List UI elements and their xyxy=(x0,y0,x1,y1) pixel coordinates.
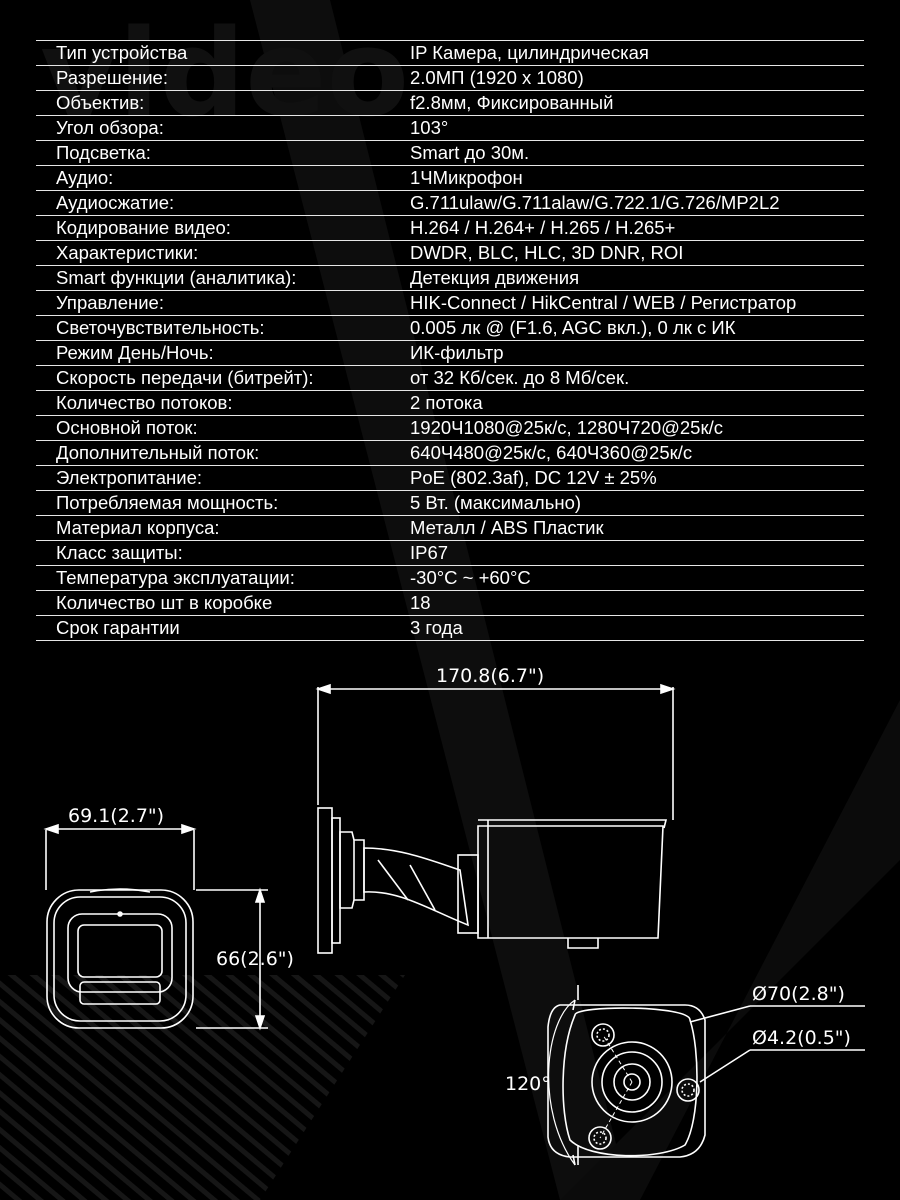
spec-label: Тип устройства xyxy=(36,40,390,66)
spec-value: Smart до 30м. xyxy=(390,140,864,166)
spec-row: Потребляемая мощность:5 Вт. (максимально… xyxy=(36,490,864,516)
spec-value: 2.0МП (1920 x 1080) xyxy=(390,65,864,91)
spec-label: Дополнительный поток: xyxy=(36,440,390,466)
spec-value: HIK-Connect / HikCentral / WEB / Регистр… xyxy=(390,290,864,316)
spec-label: Управление: xyxy=(36,290,390,316)
spec-value: PoE (802.3af), DC 12V ± 25% xyxy=(390,465,864,491)
spec-value: 1920Ч1080@25к/с, 1280Ч720@25к/с xyxy=(390,415,864,441)
spec-label: Угол обзора: xyxy=(36,115,390,141)
spec-row: Объектив:f2.8мм, Фиксированный xyxy=(36,90,864,116)
hole-angle-label: 120° xyxy=(505,1073,551,1095)
spec-value: 2 потока xyxy=(390,390,864,416)
hole-diameter-label: Ø4.2(0.5") xyxy=(752,1027,851,1049)
spec-value: 0.005 лк @ (F1.6, AGC вкл.), 0 лк с ИК xyxy=(390,315,864,341)
spec-row: Характеристики:DWDR, BLC, HLC, 3D DNR, R… xyxy=(36,240,864,266)
base-view: Ø70(2.8") Ø4.2(0.5") 120° xyxy=(505,983,865,1166)
spec-label: Аудиосжатие: xyxy=(36,190,390,216)
spec-row: Разрешение:2.0МП (1920 x 1080) xyxy=(36,65,864,91)
spec-value: 640Ч480@25к/с, 640Ч360@25к/с xyxy=(390,440,864,466)
spec-label: Срок гарантии xyxy=(36,615,390,641)
spec-label: Электропитание: xyxy=(36,465,390,491)
spec-row: Smart функции (аналитика):Детекция движе… xyxy=(36,265,864,291)
spec-row: Режим День/Ночь:ИК-фильтр xyxy=(36,340,864,366)
spec-value: G.711ulaw/G.711alaw/G.722.1/G.726/MP2L2 xyxy=(390,190,864,216)
width-label: 69.1(2.7") xyxy=(68,805,164,827)
spec-label: Материал корпуса: xyxy=(36,515,390,541)
spec-value: 5 Вт. (максимально) xyxy=(390,490,864,516)
spec-label: Класс защиты: xyxy=(36,540,390,566)
spec-row: Управление:HIK-Connect / HikCentral / WE… xyxy=(36,290,864,316)
spec-row: Основной поток:1920Ч1080@25к/с, 1280Ч720… xyxy=(36,415,864,441)
spec-label: Разрешение: xyxy=(36,65,390,91)
hatched-panel xyxy=(0,975,405,1200)
length-label: 170.8(6.7") xyxy=(436,665,544,687)
spec-value: IP Камера, цилиндрическая xyxy=(390,40,864,66)
spec-value: H.264 / H.264+ / H.265 / H.265+ xyxy=(390,215,864,241)
spec-label: Аудио: xyxy=(36,165,390,191)
spec-label: Подсветка: xyxy=(36,140,390,166)
spec-value: 18 xyxy=(390,590,864,616)
spec-value: 103° xyxy=(390,115,864,141)
spec-row: Подсветка:Smart до 30м. xyxy=(36,140,864,166)
spec-row: Кодирование видео:H.264 / H.264+ / H.265… xyxy=(36,215,864,241)
front-view-camera: 69.1(2.7") 66(2.6") xyxy=(43,805,294,1031)
spec-value: ИК-фильтр xyxy=(390,340,864,366)
spec-label: Потребляемая мощность: xyxy=(36,490,390,516)
spec-value: -30°C ~ +60°C xyxy=(390,565,864,591)
spec-row: Материал корпуса:Металл / ABS Пластик xyxy=(36,515,864,541)
spec-value: Металл / ABS Пластик xyxy=(390,515,864,541)
spec-value: 3 года xyxy=(390,615,864,641)
base-diameter-label: Ø70(2.8") xyxy=(752,983,845,1005)
spec-value: 1ЧМикрофон xyxy=(390,165,864,191)
length-dimension: 170.8(6.7") xyxy=(315,665,676,820)
spec-value: Детекция движения xyxy=(390,265,864,291)
spec-label: Количество шт в коробке xyxy=(36,590,390,616)
side-view-camera xyxy=(317,807,668,954)
spec-label: Основной поток: xyxy=(36,415,390,441)
spec-row: Класс защиты:IP67 xyxy=(36,540,864,566)
spec-label: Температура эксплуатации: xyxy=(36,565,390,591)
spec-value: f2.8мм, Фиксированный xyxy=(390,90,864,116)
spec-row: Аудио:1ЧМикрофон xyxy=(36,165,864,191)
spec-value: от 32 Кб/сек. до 8 Мб/сек. xyxy=(390,365,864,391)
spec-label: Режим День/Ночь: xyxy=(36,340,390,366)
spec-row: Температура эксплуатации:-30°C ~ +60°C xyxy=(36,565,864,591)
spec-label: Кодирование видео: xyxy=(36,215,390,241)
spec-label: Объектив: xyxy=(36,90,390,116)
spec-label: Количество потоков: xyxy=(36,390,390,416)
spec-value: DWDR, BLC, HLC, 3D DNR, ROI xyxy=(390,240,864,266)
spec-row: Скорость передачи (битрейт):от 32 Кб/сек… xyxy=(36,365,864,391)
spec-row: Количество потоков:2 потока xyxy=(36,390,864,416)
spec-value: IP67 xyxy=(390,540,864,566)
height-label: 66(2.6") xyxy=(216,948,294,970)
spec-label: Характеристики: xyxy=(36,240,390,266)
spec-row: Угол обзора:103° xyxy=(36,115,864,141)
spec-label: Скорость передачи (битрейт): xyxy=(36,365,390,391)
spec-label: Smart функции (аналитика): xyxy=(36,265,390,291)
spec-row: Дополнительный поток:640Ч480@25к/с, 640Ч… xyxy=(36,440,864,466)
spec-label: Светочувствительность: xyxy=(36,315,390,341)
spec-row: Аудиосжатие:G.711ulaw/G.711alaw/G.722.1/… xyxy=(36,190,864,216)
spec-row: Электропитание:PoE (802.3af), DC 12V ± 2… xyxy=(36,465,864,491)
spec-row: Светочувствительность:0.005 лк @ (F1.6, … xyxy=(36,315,864,341)
